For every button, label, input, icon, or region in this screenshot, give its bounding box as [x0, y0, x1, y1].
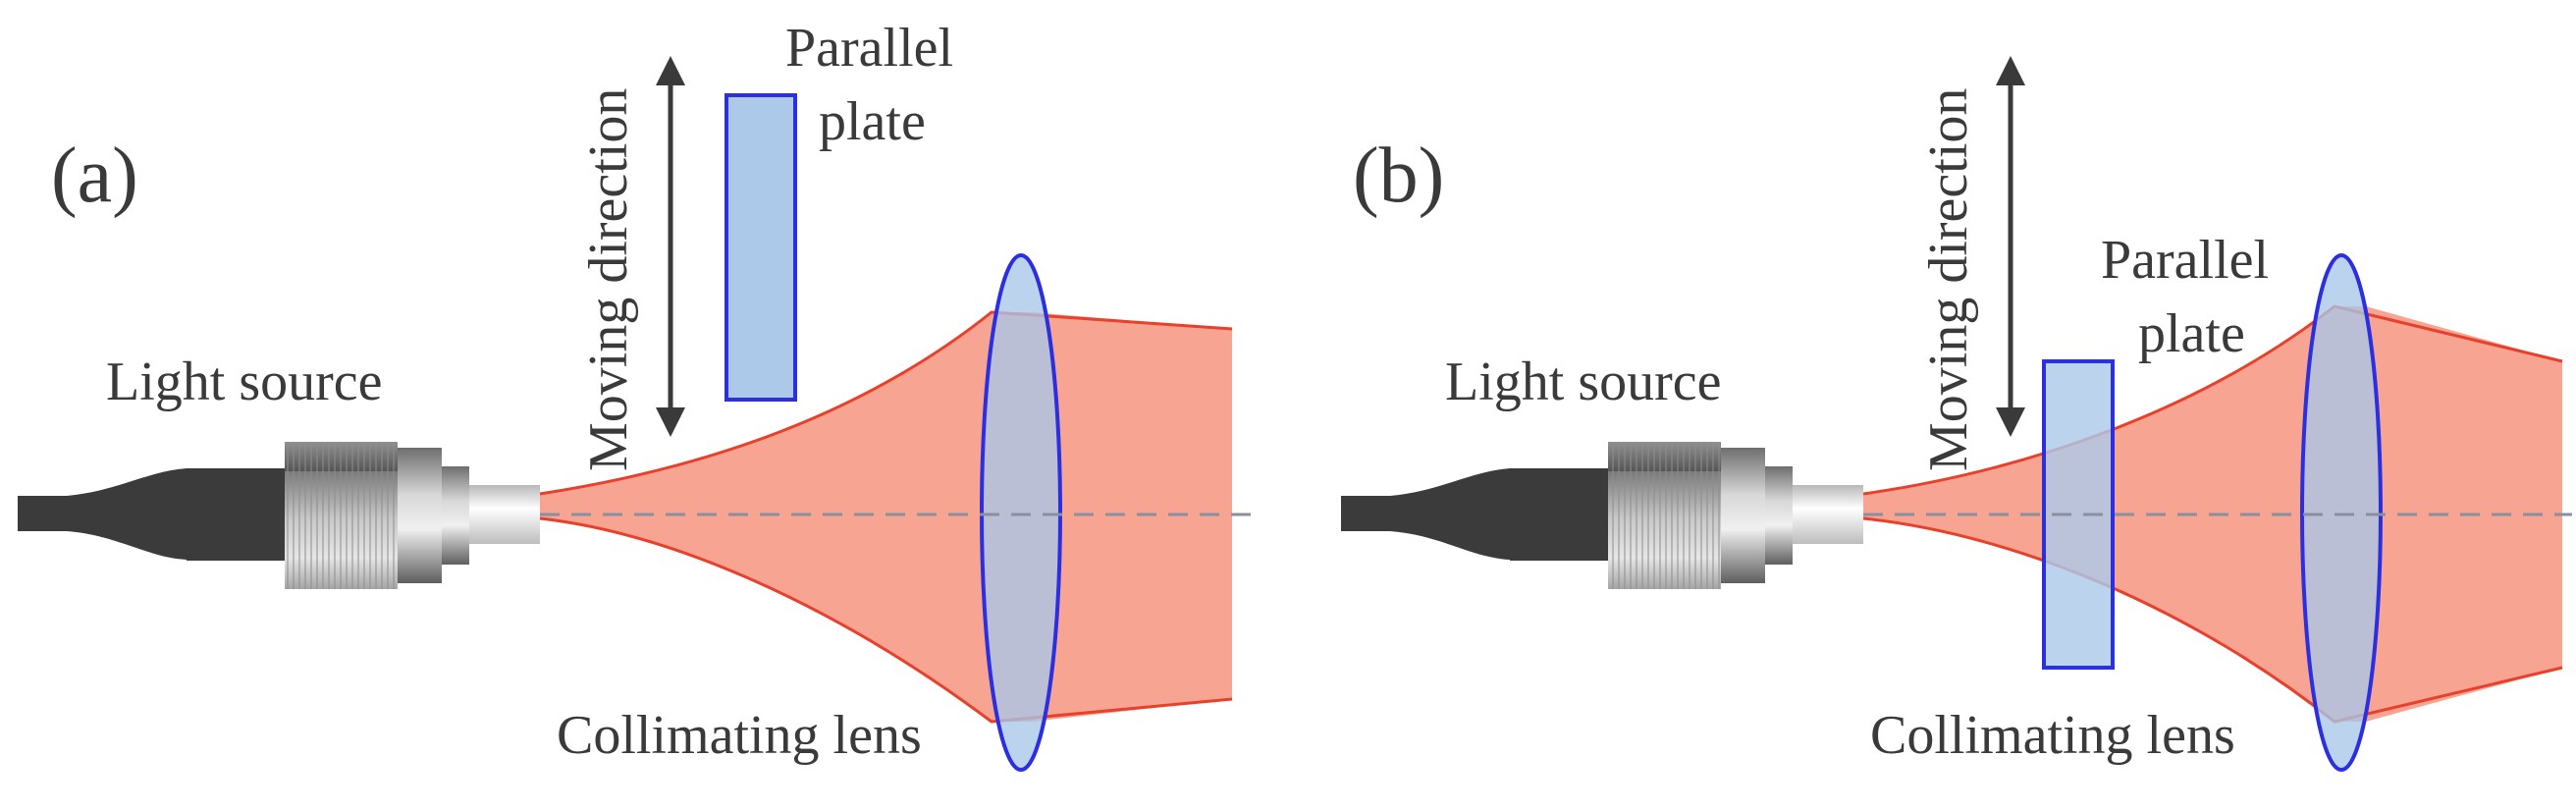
- collimating-lens-label: Collimating lens: [1870, 705, 2235, 766]
- moving-direction-label: Moving direction: [578, 88, 639, 471]
- parallel-plate-label: Parallel: [2101, 230, 2269, 291]
- collimating-lens-label: Collimating lens: [557, 705, 922, 766]
- light-source-label: Light source: [1445, 351, 1721, 412]
- panel-a: (a) Light source Moving direction Parall…: [18, 18, 1252, 772]
- parallel-plate: [724, 93, 797, 402]
- collimating-lens: [980, 253, 1062, 772]
- beam-upper-edge: [539, 310, 1233, 496]
- parallel-plate-label: Parallel: [785, 18, 953, 79]
- panel-b: (b) Light source Moving direction Parall…: [1341, 56, 2572, 772]
- parallel-plate-label: plate: [819, 91, 926, 152]
- light-beam: [540, 312, 1232, 722]
- fiber-connector: [18, 442, 540, 589]
- moving-direction-label: Moving direction: [1918, 88, 1979, 471]
- fiber-connector: [1341, 442, 1863, 589]
- beam-lower-edge: [539, 516, 1233, 724]
- panel-label: (b): [1353, 133, 1444, 219]
- beam-upper-edge: [1862, 304, 2563, 496]
- light-source-label: Light source: [106, 351, 382, 412]
- panel-label: (a): [51, 133, 138, 219]
- beam-lower-edge: [1862, 516, 2563, 724]
- collimating-lens: [2300, 253, 2383, 772]
- parallel-plate-label: plate: [2138, 303, 2245, 364]
